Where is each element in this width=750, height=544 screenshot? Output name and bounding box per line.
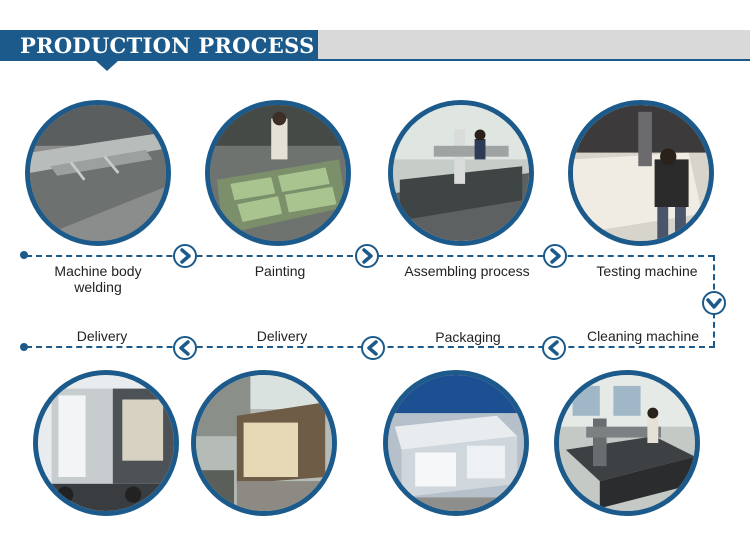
header-underline bbox=[0, 59, 750, 61]
flow-end-dot bbox=[20, 343, 28, 351]
step-label-delivery-2: Delivery bbox=[256, 328, 308, 344]
step-label-assembling-process: Assembling process bbox=[404, 263, 530, 279]
step-label-packaging: Packaging bbox=[435, 329, 501, 345]
metal-frame-welding-photo bbox=[25, 100, 171, 246]
chevron-left-circle-icon bbox=[541, 335, 567, 361]
step-label-painting: Painting bbox=[254, 263, 306, 279]
cnc-router-photo bbox=[554, 370, 700, 516]
container-loading-photo bbox=[191, 370, 337, 516]
chevron-left-circle-icon bbox=[360, 335, 386, 361]
chevron-right-circle-icon bbox=[354, 243, 380, 269]
step-label-delivery-1: Delivery bbox=[76, 328, 128, 344]
truck-loading-photo bbox=[33, 370, 179, 516]
painted-frame-photo bbox=[205, 100, 351, 246]
step-label-cleaning-machine: Cleaning machine bbox=[586, 328, 700, 344]
chevron-right-circle-icon bbox=[172, 243, 198, 269]
page-title: PRODUCTION PROCESS bbox=[20, 33, 315, 58]
title-box bbox=[0, 30, 318, 61]
gantry-assembly-photo bbox=[388, 100, 534, 246]
flow-start-dot bbox=[20, 251, 28, 259]
wrapped-machines-photo bbox=[383, 370, 529, 516]
machine-testing-photo bbox=[568, 100, 714, 246]
chevron-left-circle-icon bbox=[172, 335, 198, 361]
step-label-machine-body-welding: Machine body welding bbox=[54, 263, 142, 295]
chevron-down-circle-icon bbox=[701, 290, 727, 316]
step-label-testing-machine: Testing machine bbox=[596, 263, 698, 279]
title-pointer bbox=[96, 61, 118, 71]
chevron-right-circle-icon bbox=[542, 243, 568, 269]
